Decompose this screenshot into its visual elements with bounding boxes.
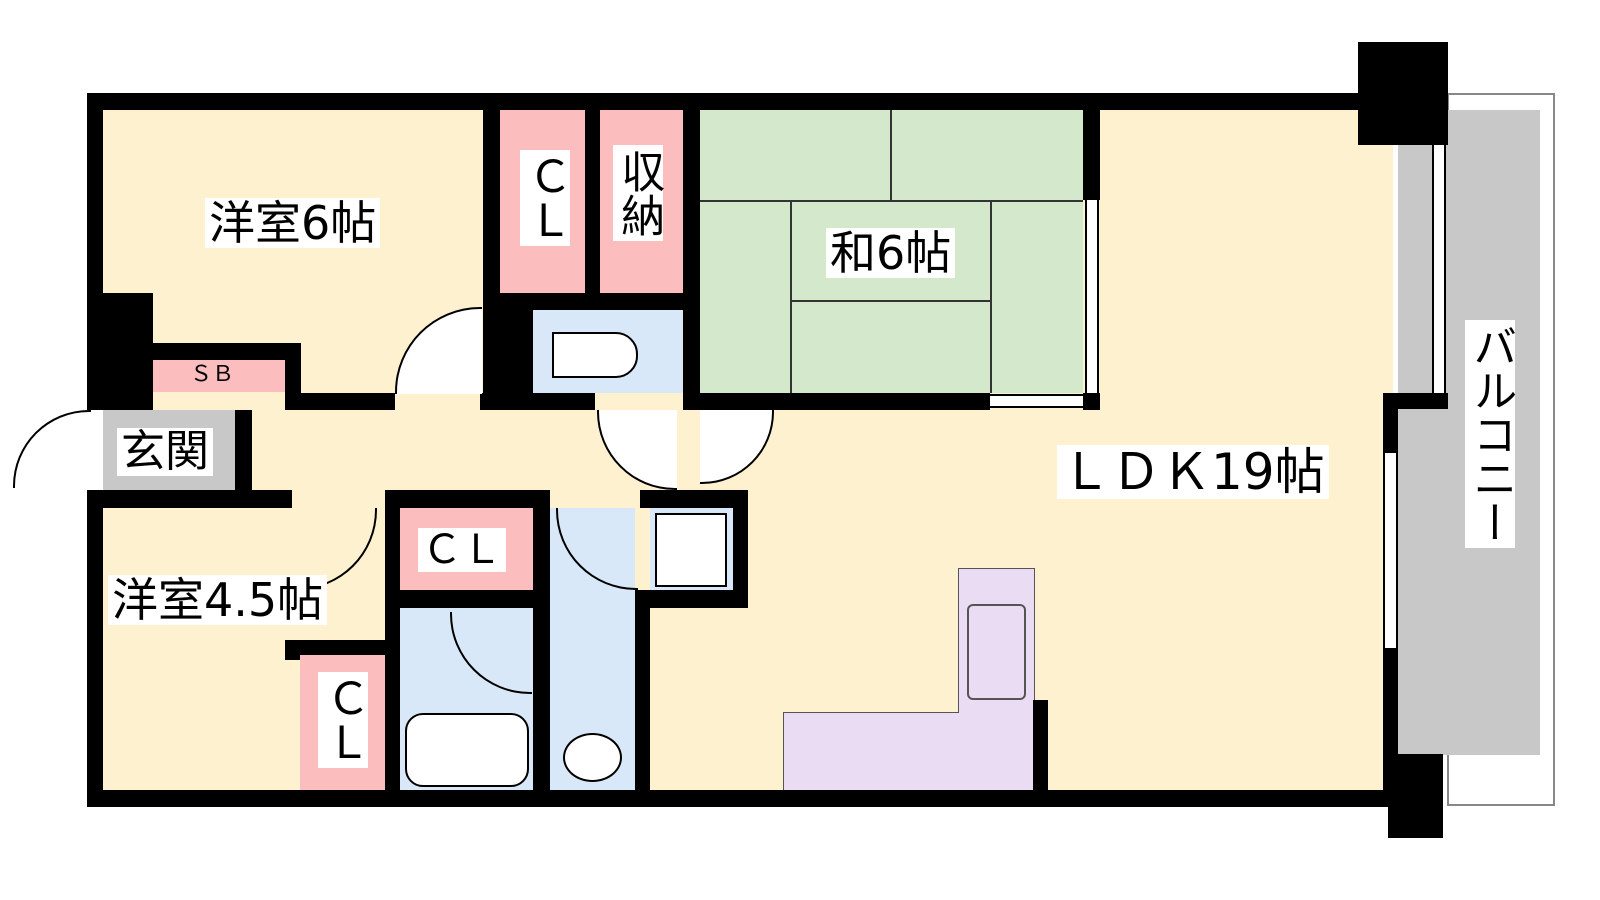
toilet-icon (552, 332, 638, 378)
room-label-western-6: 洋室6帖 (205, 198, 381, 248)
kitchen-counter-side (783, 712, 959, 792)
room-label-closet-1: ＣＬ (520, 150, 571, 246)
room-label-japanese: 和6帖 (826, 228, 956, 278)
sink-icon (563, 733, 622, 782)
bathroom (400, 608, 535, 790)
room-label-western-45: 洋室4.5帖 (108, 575, 328, 625)
window (1432, 145, 1446, 393)
shoe-box (153, 360, 285, 392)
stove-icon (967, 604, 1026, 700)
room-label-closet-3: ＣＬ (318, 672, 369, 768)
bathtub-icon (405, 713, 529, 787)
room-label-storage: 収納 (613, 145, 664, 241)
entrance-door[interactable] (13, 410, 91, 488)
laundry-space (650, 508, 733, 590)
kitchen-counter (958, 568, 1035, 792)
room-label-ldk: ＬＤＫ19帖 (1057, 445, 1329, 499)
room-label-entrance: 玄関 (117, 428, 213, 476)
room-label-shoe-box: ＳＢ (190, 362, 235, 387)
washer-icon (655, 513, 727, 587)
pillar (1358, 42, 1448, 145)
window (990, 394, 1083, 408)
room-label-closet-2: ＣＬ (418, 528, 506, 572)
window (1383, 453, 1398, 648)
window (1085, 200, 1099, 393)
room-label-balcony: バルコニー (1465, 320, 1516, 548)
